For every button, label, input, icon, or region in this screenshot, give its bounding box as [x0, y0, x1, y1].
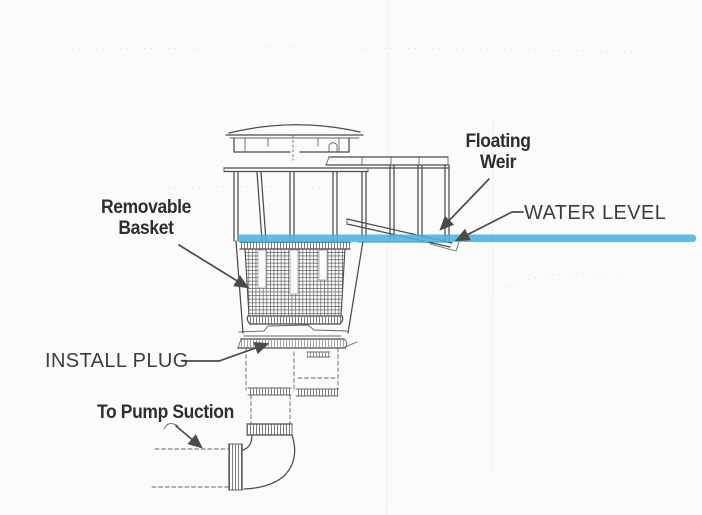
scan-artifacts	[59, 0, 641, 515]
install-plug-label: INSTALL PLUG	[45, 350, 189, 372]
floating-weir-label-line2: Weir	[479, 152, 517, 173]
skimmer-body	[223, 167, 449, 334]
removable-basket-label-line2: Basket	[118, 218, 174, 239]
floating-weir-label-line1: Floating	[465, 131, 531, 152]
floating-weir-label: Floating Weir	[450, 131, 546, 173]
removable-basket	[239, 241, 351, 325]
skimmer-lid	[225, 124, 364, 161]
floating-weir-arrow	[439, 178, 490, 231]
drain-pipe-and-elbow	[151, 394, 296, 491]
water-level-label: WATER LEVEL	[524, 202, 667, 224]
removable-basket-label: Removable Basket	[82, 197, 211, 239]
sump-and-ports	[237, 324, 358, 397]
water-level-leader	[454, 211, 524, 242]
to-pump-suction-label: To Pump Suction	[97, 402, 234, 423]
removable-basket-label-line1: Removable	[101, 197, 191, 218]
leader-arrows	[163, 178, 524, 449]
arrow-tail-squiggle	[163, 423, 179, 430]
to-pump-suction-arrow	[175, 425, 203, 449]
install-plug-leader	[182, 341, 270, 362]
removable-basket-arrow	[178, 244, 250, 289]
